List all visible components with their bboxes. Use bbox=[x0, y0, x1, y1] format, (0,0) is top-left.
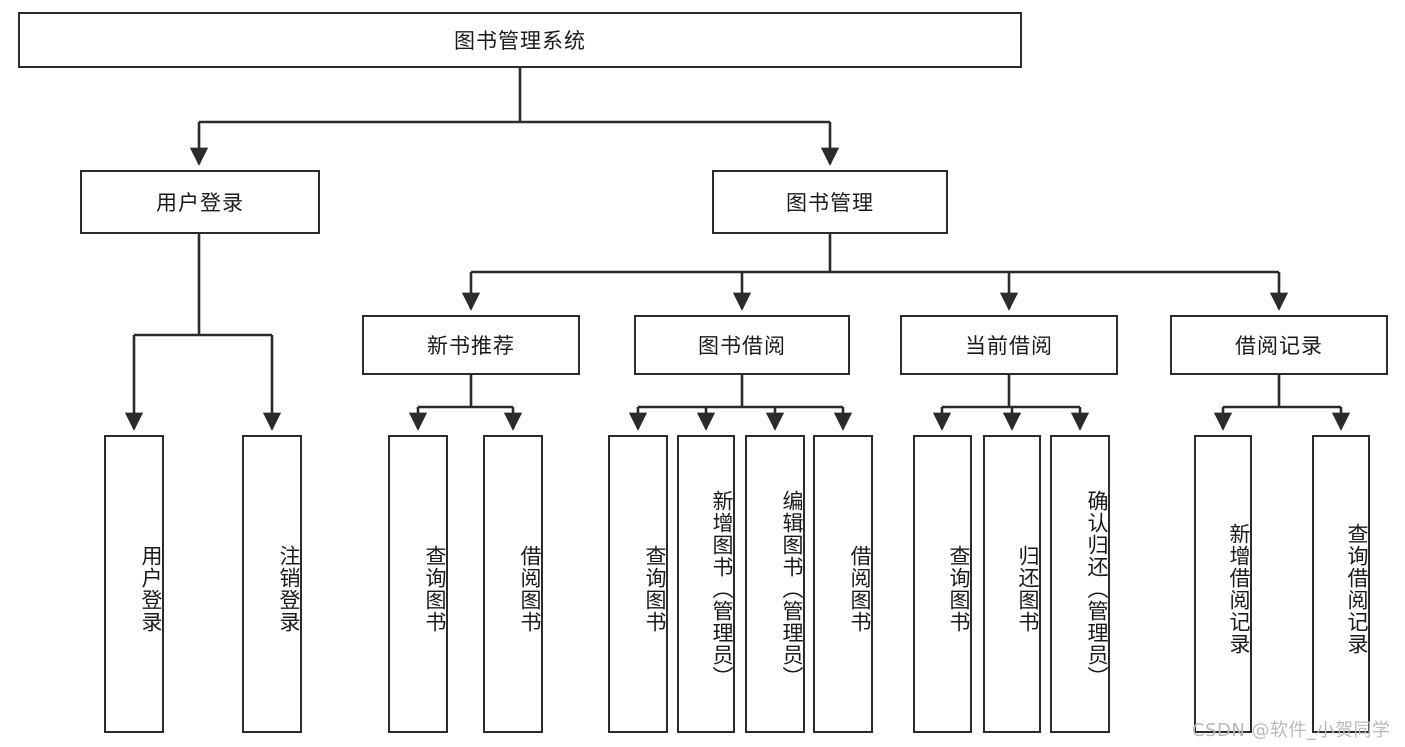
node-book-borrow[interactable]: 图书借阅 bbox=[634, 315, 850, 375]
node-leaf-borrow-book-1[interactable]: 借阅图书 bbox=[483, 435, 543, 733]
node-leaf-query-book-3[interactable]: 查询图书 bbox=[913, 435, 972, 733]
node-leaf-confirm-return[interactable]: 确认归还（管理员） bbox=[1050, 435, 1110, 733]
node-leaf-query-record[interactable]: 查询借阅记录 bbox=[1312, 435, 1370, 733]
node-user-login[interactable]: 用户登录 bbox=[80, 170, 320, 234]
csdn-watermark: CSDN @软件_小贺同学 bbox=[1192, 720, 1391, 741]
node-leaf-add-book[interactable]: 新增图书（管理员） bbox=[677, 435, 735, 733]
node-new-book-rec[interactable]: 新书推荐 bbox=[362, 315, 580, 375]
node-book-manage[interactable]: 图书管理 bbox=[712, 170, 948, 234]
node-borrow-record[interactable]: 借阅记录 bbox=[1170, 315, 1388, 375]
node-leaf-borrow-book-2[interactable]: 借阅图书 bbox=[813, 435, 873, 733]
node-leaf-return-book[interactable]: 归还图书 bbox=[983, 435, 1041, 733]
node-leaf-query-book-2[interactable]: 查询图书 bbox=[608, 435, 668, 733]
node-leaf-add-record[interactable]: 新增借阅记录 bbox=[1194, 435, 1252, 733]
node-leaf-user-login[interactable]: 用户登录 bbox=[104, 435, 164, 733]
node-leaf-logout[interactable]: 注销登录 bbox=[242, 435, 302, 733]
node-current-borrow[interactable]: 当前借阅 bbox=[900, 315, 1118, 375]
node-root[interactable]: 图书管理系统 bbox=[18, 12, 1022, 68]
node-leaf-edit-book[interactable]: 编辑图书（管理员） bbox=[745, 435, 805, 733]
node-leaf-query-book-1[interactable]: 查询图书 bbox=[388, 435, 448, 733]
